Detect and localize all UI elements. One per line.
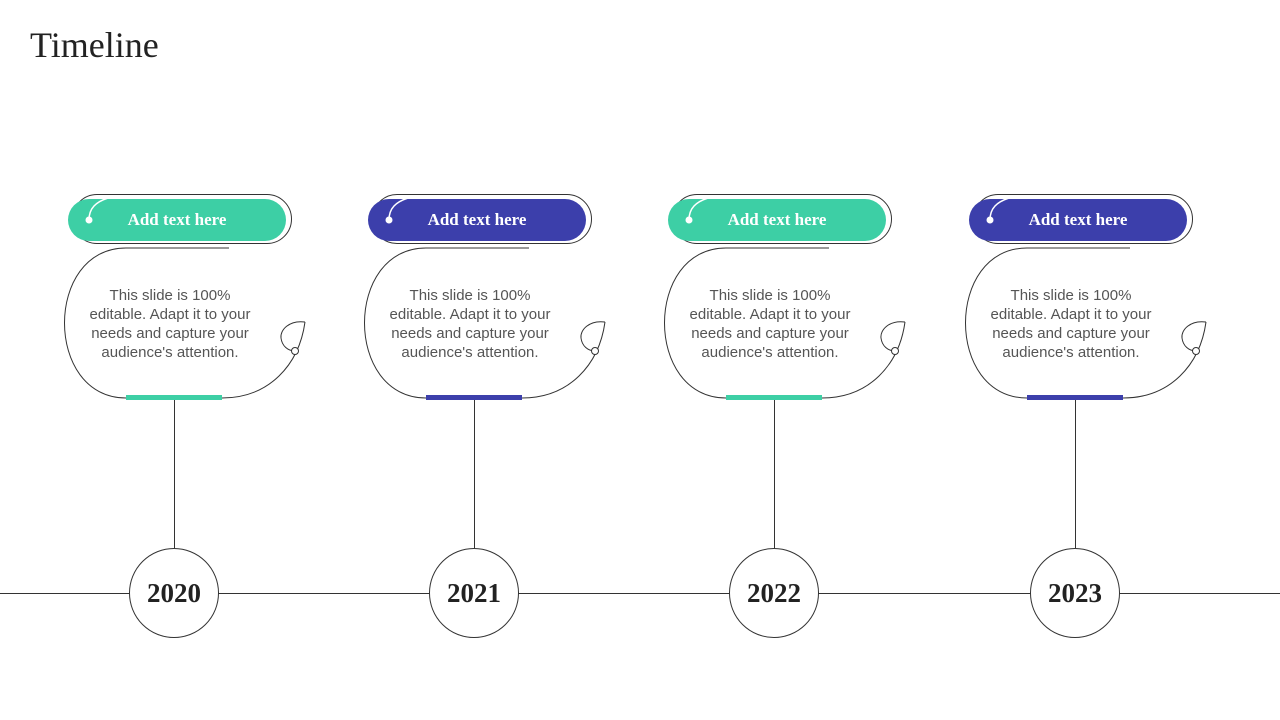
year-circle: 2020 bbox=[129, 548, 219, 638]
heading-pill[interactable]: Add text here bbox=[969, 199, 1187, 241]
milestone-2021: Add text here This slide is 100% editabl… bbox=[344, 190, 614, 640]
body-text: This slide is 100% editable. Adapt it to… bbox=[990, 287, 1152, 361]
year-circle: 2022 bbox=[729, 548, 819, 638]
bubble-tail-dot bbox=[291, 347, 299, 355]
heading-text: Add text here bbox=[1028, 210, 1128, 229]
connector-line bbox=[1075, 400, 1076, 548]
pill-dot bbox=[685, 216, 693, 224]
accent-bar bbox=[1027, 395, 1123, 400]
heading-text: Add text here bbox=[727, 210, 827, 229]
milestone-2022: Add text here This slide is 100% editabl… bbox=[644, 190, 914, 640]
connector-line bbox=[774, 400, 775, 548]
accent-bar bbox=[126, 395, 222, 400]
speech-bubble bbox=[364, 197, 606, 399]
connector-line bbox=[474, 400, 475, 548]
milestone-2023: Add text here This slide is 100% editabl… bbox=[945, 190, 1215, 640]
body-text: This slide is 100% editable. Adapt it to… bbox=[689, 287, 851, 361]
heading-text: Add text here bbox=[427, 210, 527, 229]
bubble-tail-dot bbox=[1192, 347, 1200, 355]
bubble-tail-dot bbox=[591, 347, 599, 355]
speech-bubble bbox=[965, 197, 1207, 399]
heading-pill[interactable]: Add text here bbox=[668, 199, 886, 241]
year-circle: 2023 bbox=[1030, 548, 1120, 638]
body-text: This slide is 100% editable. Adapt it to… bbox=[389, 287, 551, 361]
heading-pill[interactable]: Add text here bbox=[368, 199, 586, 241]
bubble-tail-dot bbox=[891, 347, 899, 355]
page-title: Timeline bbox=[30, 25, 159, 65]
body-text: This slide is 100% editable. Adapt it to… bbox=[89, 287, 251, 361]
speech-bubble bbox=[64, 197, 306, 399]
accent-bar bbox=[726, 395, 822, 400]
year-circle: 2021 bbox=[429, 548, 519, 638]
accent-bar bbox=[426, 395, 522, 400]
connector-line bbox=[174, 400, 175, 548]
pill-dot bbox=[85, 216, 93, 224]
speech-bubble bbox=[664, 197, 906, 399]
heading-text: Add text here bbox=[127, 210, 227, 229]
milestone-2020: Add text here This slide is 100% editabl… bbox=[44, 190, 314, 640]
heading-pill[interactable]: Add text here bbox=[68, 199, 286, 241]
pill-dot bbox=[986, 216, 994, 224]
timeline-axis bbox=[0, 593, 1280, 594]
pill-dot bbox=[385, 216, 393, 224]
